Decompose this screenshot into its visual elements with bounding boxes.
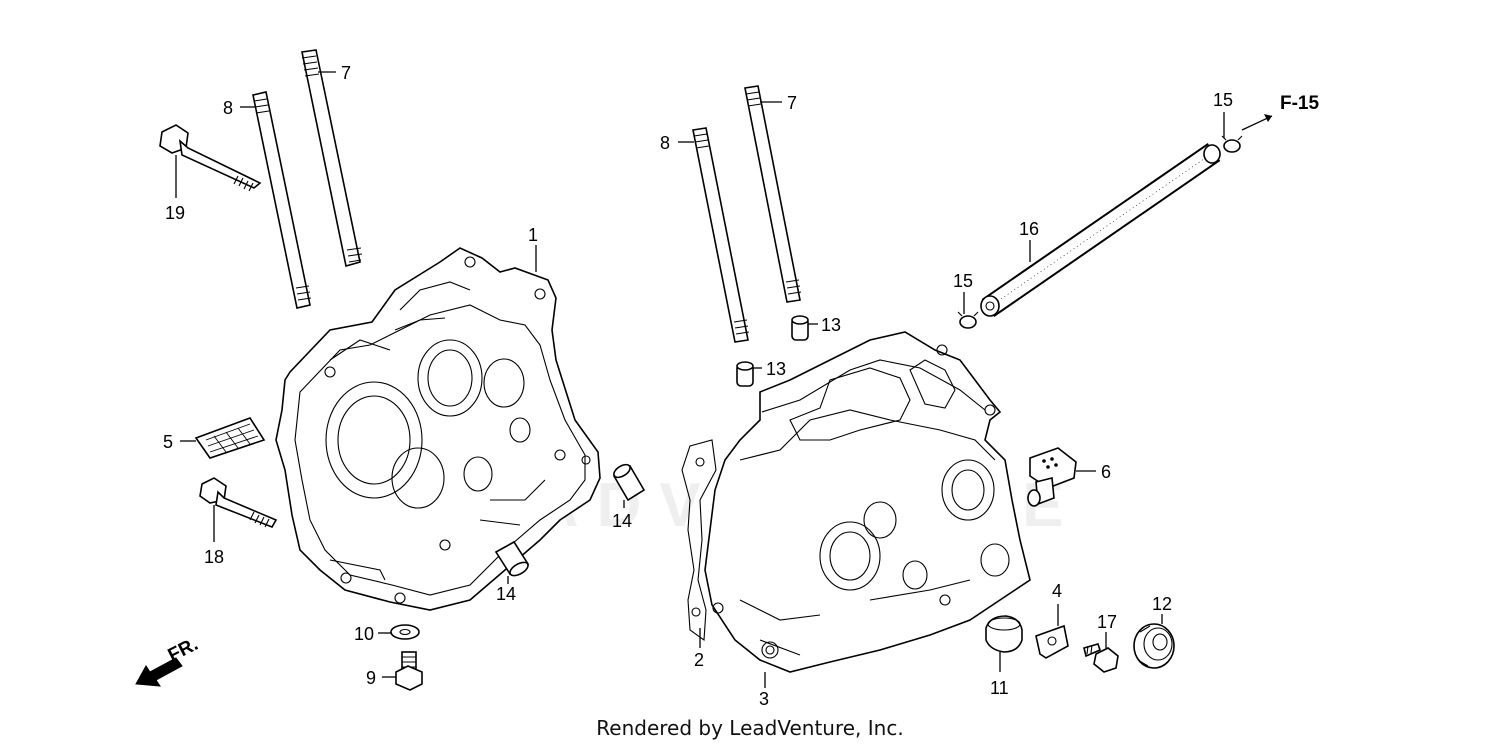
front-direction-arrow bbox=[135, 657, 183, 687]
plug-11[interactable] bbox=[985, 615, 1023, 653]
callout-16[interactable]: 16 bbox=[1019, 219, 1039, 239]
callout-1[interactable]: 1 bbox=[528, 225, 538, 245]
callout-13-lower[interactable]: 13 bbox=[766, 359, 786, 379]
stud-bolt-7-left[interactable] bbox=[301, 49, 363, 268]
stud-bolt-8-left[interactable] bbox=[252, 91, 312, 309]
callout-15-lower[interactable]: 15 bbox=[953, 271, 973, 291]
callout-14-right[interactable]: 14 bbox=[612, 511, 632, 531]
callout-19[interactable]: 19 bbox=[165, 203, 185, 223]
stud-bolt-7-right[interactable] bbox=[744, 85, 802, 303]
breather-tube-16[interactable] bbox=[980, 142, 1221, 318]
callout-6[interactable]: 6 bbox=[1101, 462, 1111, 482]
bolt-17[interactable] bbox=[1083, 643, 1119, 673]
footer-credit: Rendered by LeadVenture, Inc. bbox=[596, 716, 904, 740]
callout-15-upper[interactable]: 15 bbox=[1213, 90, 1233, 110]
right-crankcase-half[interactable] bbox=[704, 331, 1031, 673]
callout-13-upper[interactable]: 13 bbox=[821, 315, 841, 335]
crankcase-gasket-2[interactable] bbox=[681, 439, 717, 642]
sealing-washer-10[interactable] bbox=[390, 624, 420, 640]
stud-bolt-8-right[interactable] bbox=[692, 127, 750, 343]
callout-12[interactable]: 12 bbox=[1152, 594, 1172, 614]
drain-bolt-9[interactable] bbox=[395, 651, 423, 691]
callout-7-left[interactable]: 7 bbox=[341, 63, 351, 83]
oil-guide-6[interactable] bbox=[1027, 447, 1077, 507]
setting-plate-4[interactable] bbox=[1035, 624, 1069, 659]
callout-9[interactable]: 9 bbox=[366, 668, 376, 688]
dowel-pin-14-left[interactable] bbox=[494, 540, 530, 578]
callout-4[interactable]: 4 bbox=[1052, 581, 1062, 601]
tube-clip-15-lower[interactable] bbox=[957, 311, 979, 329]
callout-7-right[interactable]: 7 bbox=[787, 93, 797, 113]
left-crankcase-half[interactable] bbox=[275, 247, 601, 611]
reference-arrow-head bbox=[1264, 114, 1272, 122]
callout-17[interactable]: 17 bbox=[1097, 612, 1117, 632]
flange-bolt-19[interactable] bbox=[159, 124, 262, 192]
callout-8-right[interactable]: 8 bbox=[660, 133, 670, 153]
reference-label[interactable]: F-15 bbox=[1280, 93, 1320, 114]
breather-plate-5[interactable] bbox=[194, 417, 266, 459]
tube-clip-15-upper[interactable] bbox=[1221, 135, 1243, 153]
callout-14-left[interactable]: 14 bbox=[496, 584, 516, 604]
callout-11[interactable]: 11 bbox=[990, 678, 1009, 698]
flange-bolt-18[interactable] bbox=[199, 477, 278, 528]
callout-18[interactable]: 18 bbox=[204, 547, 224, 567]
callout-3[interactable]: 3 bbox=[759, 689, 769, 709]
callout-8-left[interactable]: 8 bbox=[223, 98, 233, 118]
callout-5[interactable]: 5 bbox=[163, 432, 173, 452]
dowel-pin-13-upper[interactable] bbox=[791, 315, 809, 341]
bearing-12[interactable] bbox=[1133, 623, 1175, 669]
callout-2[interactable]: 2 bbox=[694, 650, 704, 670]
dowel-pin-14-right[interactable] bbox=[612, 462, 646, 502]
dowel-pin-13-lower[interactable] bbox=[736, 361, 754, 387]
callout-10[interactable]: 10 bbox=[354, 624, 374, 644]
